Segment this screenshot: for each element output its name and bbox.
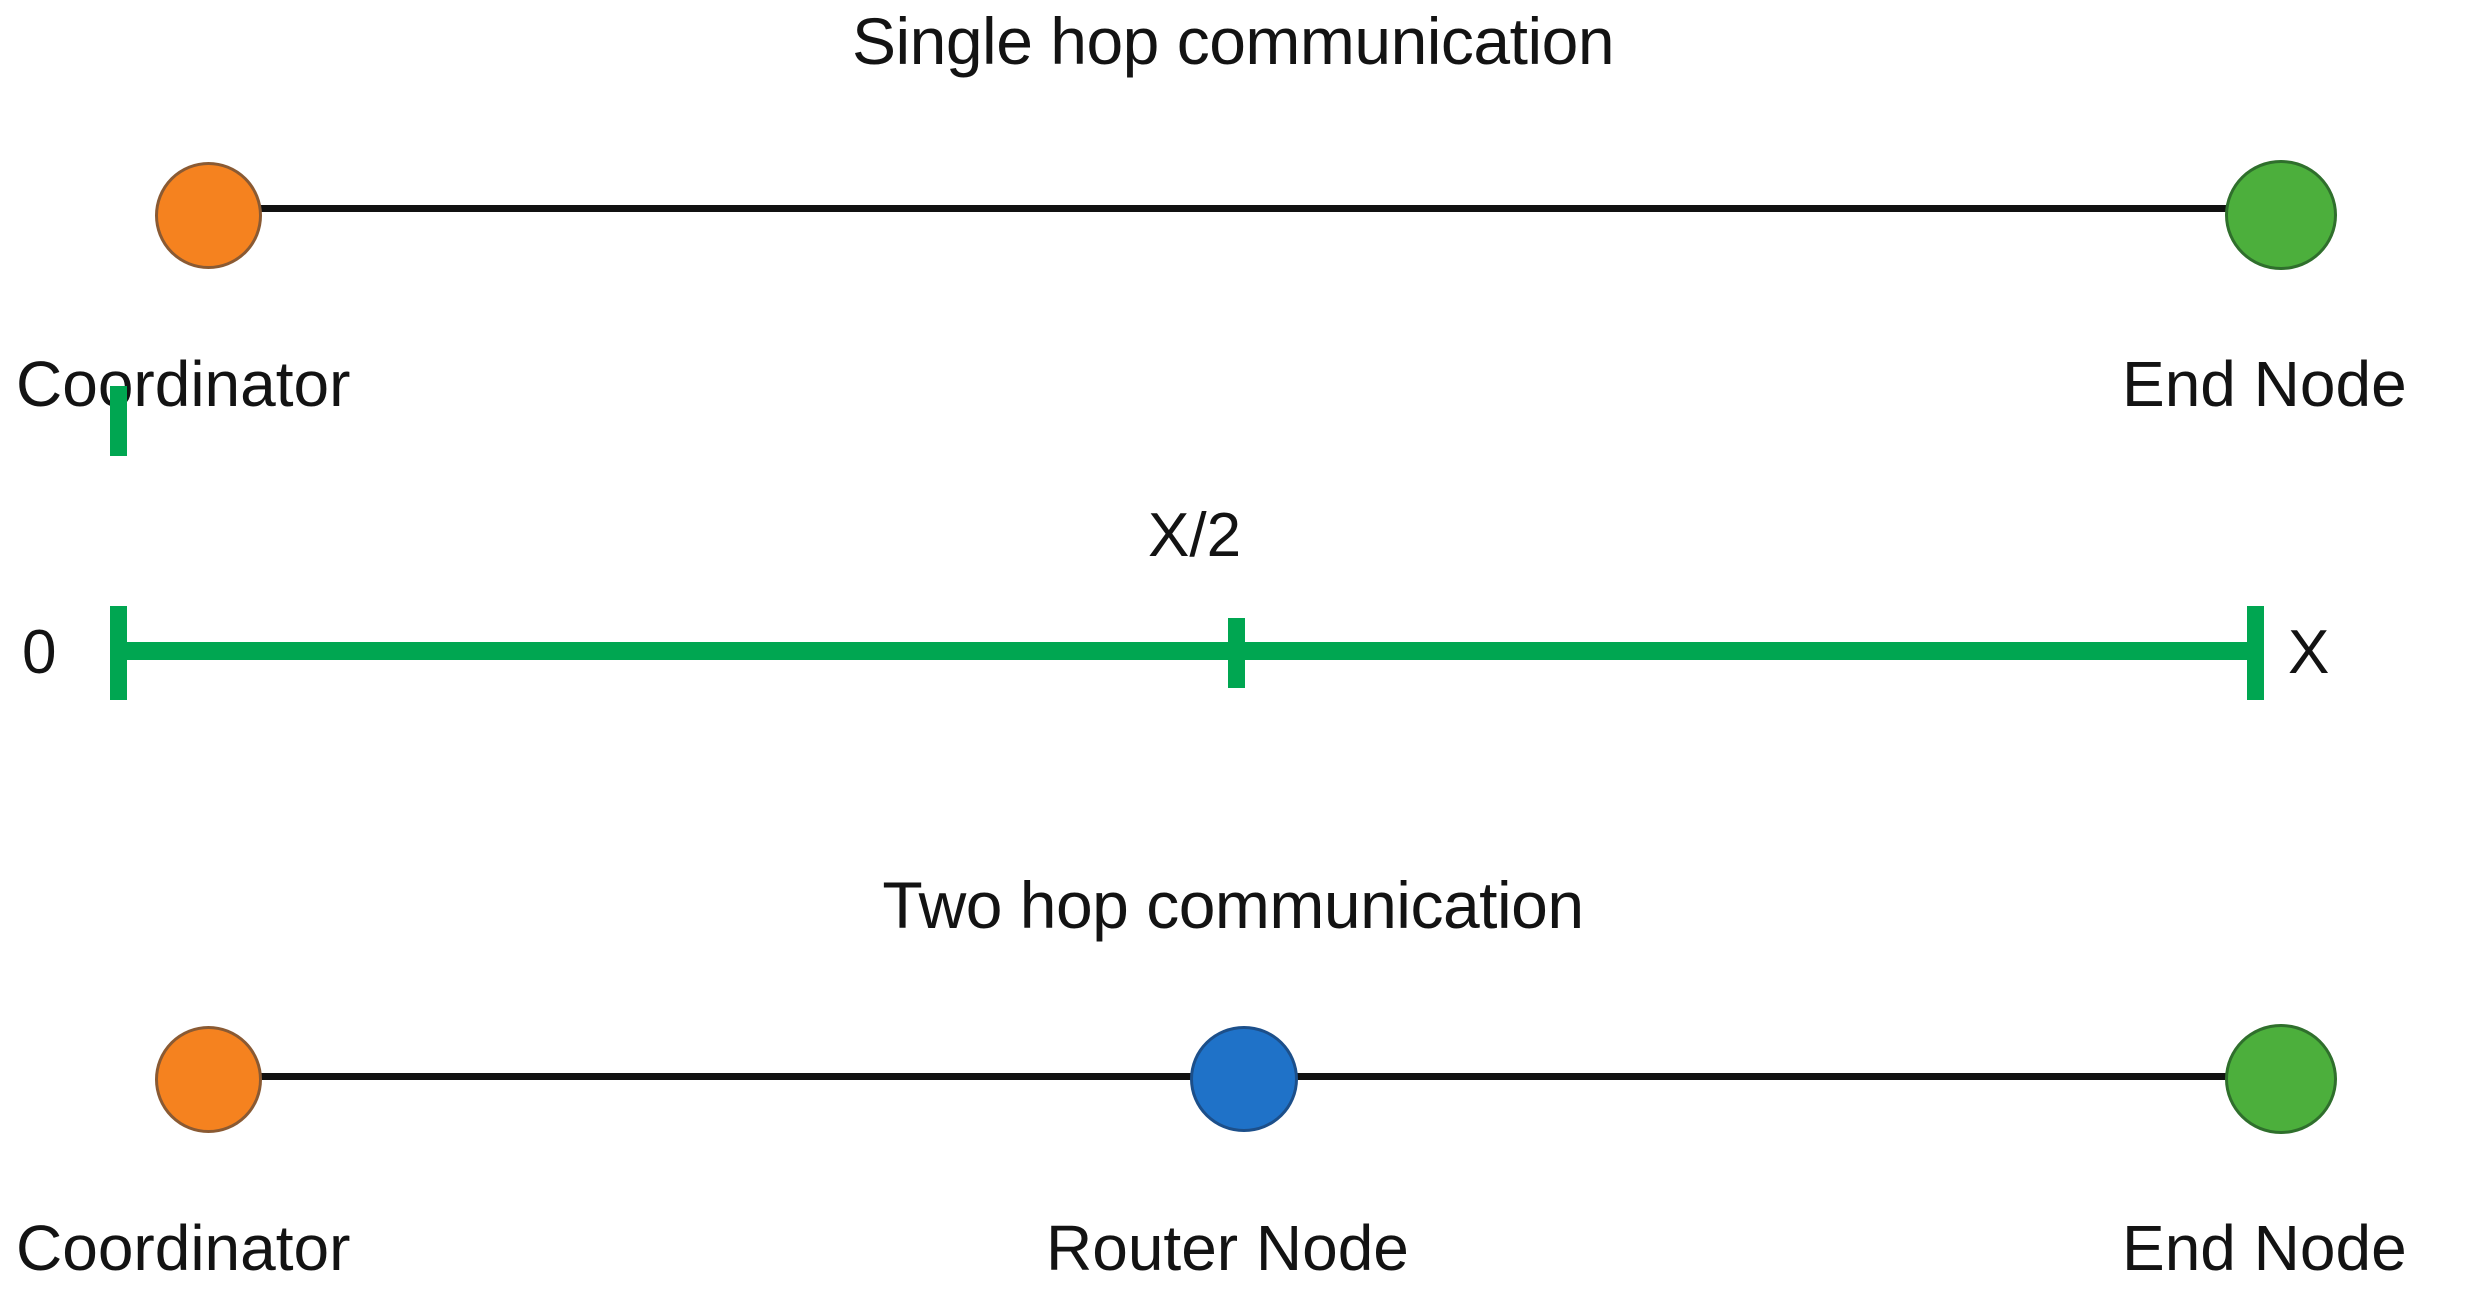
two-hop-router-node-label: Router Node — [1046, 1212, 1409, 1284]
single-hop-link-line — [205, 205, 2283, 212]
scale-bar — [112, 642, 2262, 660]
single-hop-coordinator-label: Coordinator — [16, 348, 351, 420]
single-hop-coordinator-node[interactable] — [155, 162, 262, 269]
scale-tick-start — [110, 606, 127, 700]
scale-end-label: X — [2288, 618, 2330, 687]
scale-tick-end — [2247, 606, 2264, 700]
scale-start-label: 0 — [22, 618, 57, 687]
two-hop-router-node[interactable] — [1190, 1026, 1298, 1132]
two-hop-title: Two hop communication — [882, 868, 1584, 942]
single-hop-end-node[interactable] — [2225, 160, 2337, 270]
single-hop-end-node-label: End Node — [2122, 348, 2407, 420]
two-hop-coordinator-node[interactable] — [155, 1026, 262, 1133]
single-hop-title: Single hop communication — [851, 4, 1615, 78]
scale-tick-start-top — [110, 386, 127, 456]
two-hop-coordinator-label: Coordinator — [16, 1212, 351, 1284]
scale-tick-middle — [1228, 618, 1245, 688]
scale-middle-label: X/2 — [1148, 501, 1242, 570]
two-hop-end-node-label: End Node — [2122, 1212, 2407, 1284]
two-hop-end-node[interactable] — [2225, 1024, 2337, 1134]
